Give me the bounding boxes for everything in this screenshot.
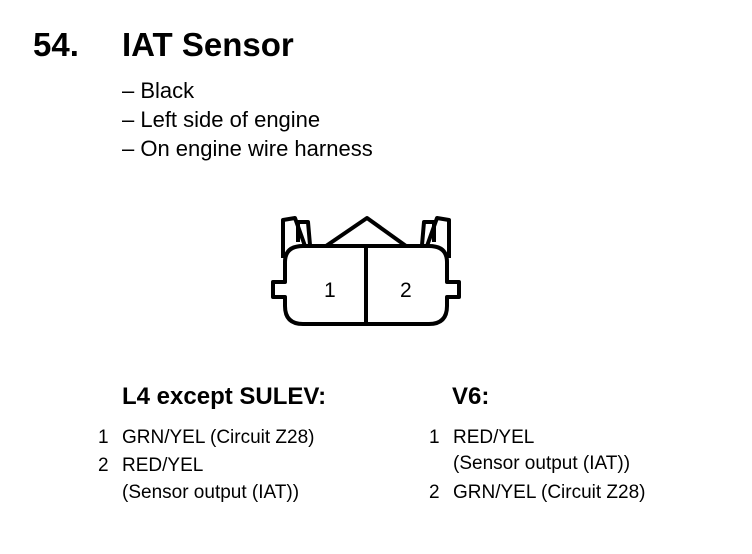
connector-body bbox=[271, 244, 461, 326]
right-latch-inner bbox=[420, 220, 436, 246]
l4-pin-2-function: (Sensor output (IAT)) bbox=[122, 482, 300, 503]
component-number: 54. bbox=[33, 26, 79, 63]
v6-pin-1-number: 1 bbox=[429, 427, 440, 448]
v6-pin-2-wire: GRN/YEL (Circuit Z28) bbox=[453, 482, 646, 503]
detail-harness: – On engine wire harness bbox=[122, 136, 373, 161]
v6-pin-1-function: (Sensor output (IAT)) bbox=[453, 453, 631, 474]
component-title: IAT Sensor bbox=[122, 26, 294, 63]
variant-v6-heading: V6: bbox=[452, 383, 490, 410]
l4-pin-1-number: 1 bbox=[98, 427, 109, 448]
left-latch-inner bbox=[296, 220, 312, 246]
l4-pin-2-number: 2 bbox=[98, 455, 109, 476]
detail-color: – Black bbox=[122, 78, 195, 103]
v6-pin-1-wire: RED/YEL bbox=[453, 427, 535, 448]
v6-pin-2-number: 2 bbox=[429, 482, 440, 503]
variant-l4-heading: L4 except SULEV: bbox=[122, 383, 327, 410]
detail-location: – Left side of engine bbox=[122, 107, 321, 132]
center-key bbox=[324, 216, 408, 248]
connector-pin-2-label: 2 bbox=[400, 279, 412, 302]
l4-pin-2-wire: RED/YEL bbox=[122, 455, 204, 476]
l4-pin-1-wire: GRN/YEL (Circuit Z28) bbox=[122, 427, 315, 448]
connector-pin-1-label: 1 bbox=[324, 279, 336, 302]
